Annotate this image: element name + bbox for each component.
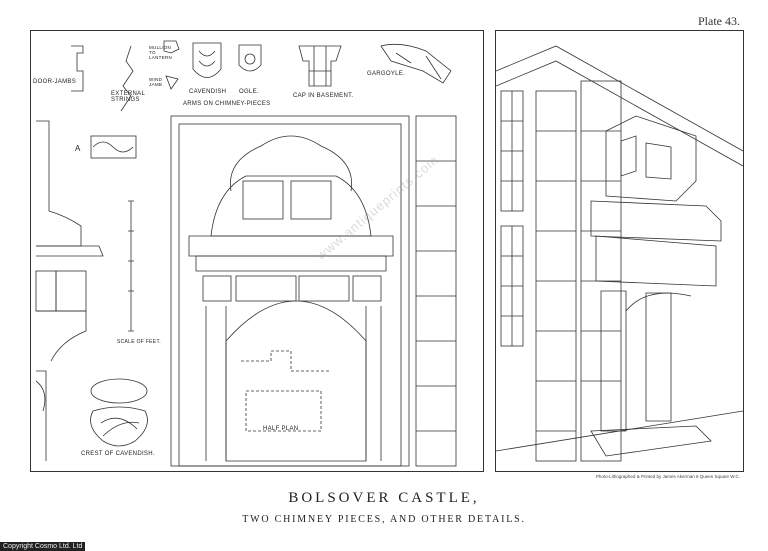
frieze: [595, 235, 717, 287]
cap-in-basement: [298, 45, 342, 87]
label-wind-jamb: WIND JAMB: [149, 77, 163, 87]
label-cap-in-basement: CAP IN BASEMENT.: [293, 93, 354, 99]
label-arms: ARMS ON CHIMNEY-PIECES: [183, 101, 271, 107]
chimney-hood-top: [229, 135, 353, 192]
crest-coronet: [90, 378, 148, 404]
right-drawing-panel: [495, 30, 744, 472]
detail-a-moulding: [90, 135, 137, 159]
half-plan-outline: [241, 350, 331, 432]
label-scale-of-feet: SCALE OF FEET.: [117, 339, 161, 345]
printer-credit: Photo-Lithographed & Printed by James Ak…: [595, 474, 740, 479]
crest-knot: [90, 406, 148, 447]
plate-subtitle: TWO CHIMNEY PIECES, AND OTHER DETAILS.: [242, 514, 526, 525]
gargoyle: [380, 43, 452, 84]
fireplace-columns: [600, 290, 672, 432]
hood-upper: [605, 115, 697, 202]
external-string-profile: [120, 45, 134, 112]
label-external-strings: EXTERNAL STRINGS: [111, 91, 145, 103]
plate-number: Plate 43.: [698, 14, 740, 28]
hood-cornice: [590, 200, 722, 242]
label-crest: CREST OF CAVENDISH.: [81, 451, 155, 457]
label-door-jambs: DOOR-JAMBS: [33, 79, 77, 85]
label-cavendish: CAVENDISH: [189, 89, 227, 95]
wind-jamb-profile: [165, 75, 179, 90]
cornice: [188, 235, 394, 257]
ogle-shield: [238, 44, 262, 72]
scale-bar: [128, 200, 134, 332]
ceiling-beam: [496, 45, 743, 152]
label-mullion-transom: MULLION TO LANTERN: [149, 45, 173, 60]
label-half-plan: HALF PLAN: [263, 426, 299, 432]
label-ogle: OGLE.: [239, 89, 259, 95]
left-chimney-elevation: [36, 120, 82, 247]
architectural-details-drawing: [35, 40, 457, 467]
cavendish-shield: [192, 42, 222, 78]
chimney-hood: [210, 175, 372, 237]
plate-title: BOLSOVER CASTLE,: [288, 490, 480, 506]
fireplace-opening: [225, 300, 367, 462]
panelled-wall: [535, 90, 577, 462]
label-gargoyle: GARGOYLE.: [367, 71, 406, 77]
central-chimney-frame: [170, 115, 410, 467]
perspective-chimney-drawing: [496, 45, 743, 462]
copyright-notice: Copyright Cosmo Ltd. Ltd: [0, 542, 86, 551]
left-drawing-panel: DOOR-JAMBS EXTERNAL STRINGS MULLION TO L…: [30, 30, 484, 472]
hearth: [590, 425, 712, 457]
label-detail-a: A: [75, 144, 81, 153]
mullion-profile: [163, 40, 180, 54]
door-jamb-profile: [71, 45, 84, 92]
window-strip: [415, 115, 457, 467]
